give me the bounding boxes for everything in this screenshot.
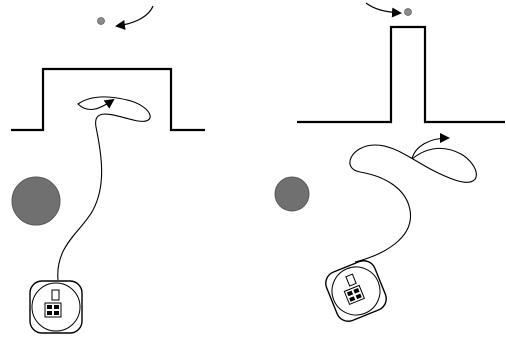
right-robot-chip-part [346, 290, 354, 297]
right-robot-chip [343, 284, 366, 306]
right-trajectory-loop [349, 144, 477, 263]
left-robot-chip-part [54, 305, 59, 309]
right-robot [325, 260, 387, 322]
left-robot [29, 280, 83, 334]
right-robot-chip-part [353, 288, 360, 294]
right-panel [274, 2, 505, 322]
left-robot-sensor [51, 289, 60, 301]
left-wall [11, 67, 205, 132]
left-robot-wheel [31, 282, 81, 332]
right-target-arrow [365, 2, 402, 18]
right-robot-sensor [345, 273, 357, 287]
right-wall [297, 25, 505, 124]
left-obstacle [11, 176, 61, 226]
right-trajectory-arrow [411, 133, 450, 160]
right-obstacle [274, 176, 310, 212]
left-robot-chip-part [47, 311, 52, 315]
left-robot-chip-part [47, 305, 52, 309]
right-target-dot [404, 8, 412, 16]
right-robot-chip-part [355, 293, 362, 300]
left-target-dot [97, 17, 105, 25]
right-robot-chip-part [349, 296, 356, 302]
left-target-arrow [115, 5, 154, 30]
left-robot-chip-part [54, 311, 59, 315]
left-trajectory-loop [57, 96, 151, 281]
right-robot-wheel [331, 266, 381, 316]
left-panel [11, 5, 205, 334]
